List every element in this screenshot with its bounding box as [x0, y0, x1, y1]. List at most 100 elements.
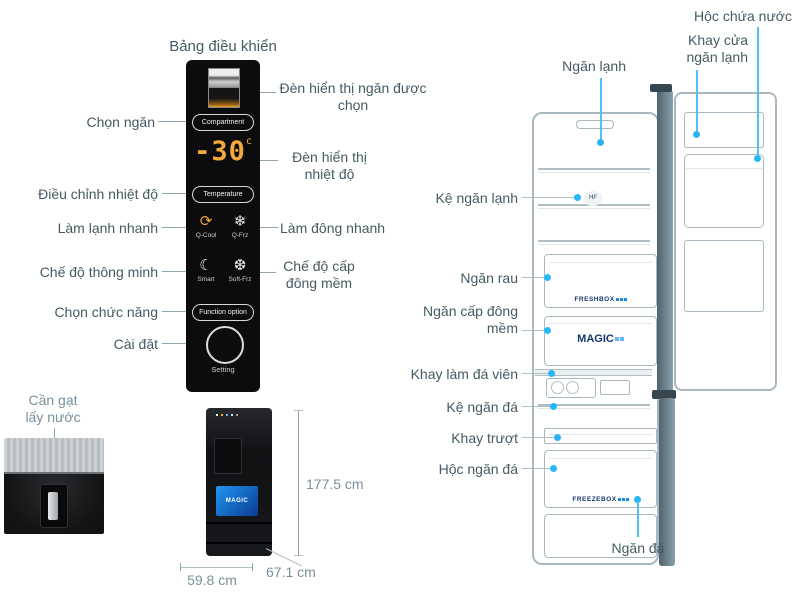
blue-square-icon: [621, 497, 625, 501]
callout-line: [260, 160, 278, 161]
fridge-door-edge: [657, 90, 673, 392]
callout-ke-ngan-da: Kệ ngăn đá: [446, 399, 518, 415]
callout-dot: [693, 131, 700, 138]
callout-khay-truot: Khay trượt: [451, 430, 518, 446]
temperature-display: -30c: [186, 136, 260, 172]
ice-twist-knob: [566, 381, 579, 394]
callout-dieu-chinh: Điều chỉnh nhiệt độ: [38, 186, 158, 202]
freshbox-drawer: FRESHBOX: [544, 254, 657, 308]
blue-square-icon: [615, 297, 619, 301]
qcool-label: Q-Cool: [195, 232, 217, 239]
qcool-icon: ⟳: [199, 213, 213, 230]
callout-khay-lam-da-vien: Khay làm đá viên: [410, 366, 518, 382]
ice-twist-knob: [551, 381, 564, 394]
softfrz-button[interactable]: ❆ Soft-Frz: [223, 256, 257, 283]
dimension-tick: [180, 563, 181, 571]
panel-title: Bảng điều khiển: [169, 38, 277, 55]
water-tank-box: [684, 154, 764, 228]
callout-che-do-thong-minh: Chế độ thông minh: [39, 264, 158, 280]
callout-cai-dat: Cài đặt: [113, 336, 158, 352]
callout-line: [522, 197, 576, 198]
fridge-shelf-shadow: [538, 172, 650, 173]
qfrz-button[interactable]: ❄ Q-Frz: [223, 212, 257, 239]
callout-dot: [544, 274, 551, 281]
callout-line: [522, 406, 553, 407]
compartment-indicator-icon: [208, 68, 240, 108]
callout-chon-chuc-nang: Chọn chức năng: [54, 304, 158, 320]
mini-display-icons: [216, 414, 218, 416]
qcool-button[interactable]: ⟳ Q-Cool: [189, 212, 223, 239]
door-hinge-mid: [652, 390, 676, 399]
callout-line: [162, 311, 186, 312]
door-bin-lower: [684, 240, 764, 312]
freshbox-text: FRESHBOX: [574, 296, 615, 303]
smart-button[interactable]: ☾ Smart: [189, 256, 223, 283]
callout-khay-cua: Khay cửa ngăn lạnh: [686, 32, 748, 65]
callout-line: [260, 227, 278, 228]
temperature-button[interactable]: Temperature: [192, 186, 254, 203]
freshbox-sticker: FRESHBOX: [545, 296, 656, 303]
drawer-handle-line: [549, 323, 652, 324]
callout-line: [162, 193, 186, 194]
setting-dial[interactable]: [206, 326, 244, 364]
depth-dimension: 67.1 cm: [266, 564, 316, 580]
callout-line: [54, 428, 55, 438]
fridge-shelf-shadow: [538, 244, 650, 245]
indicator-bottom-cell: [209, 87, 239, 107]
qfrz-icon: ❄: [233, 213, 247, 230]
dimension-tick: [252, 563, 253, 571]
mini-drawer-split: [206, 542, 272, 544]
callout-dot: [550, 403, 557, 410]
callout-dot: [554, 434, 561, 441]
function-option-button[interactable]: Function option: [192, 304, 254, 321]
callout-dot: [574, 194, 581, 201]
callout-line-blue: [757, 27, 759, 155]
tray-line: [548, 434, 653, 435]
callout-line: [522, 373, 551, 374]
callout-line: [522, 468, 553, 469]
temperature-value: -30: [194, 136, 246, 167]
mini-dispenser-recess: [214, 438, 242, 474]
compartment-button[interactable]: Compartment: [192, 114, 254, 131]
callout-cap-dong-mem: Chế độ cấp đông mềm: [283, 258, 355, 291]
door-hinge-top: [650, 84, 672, 92]
callout-dot: [548, 370, 555, 377]
ice-bin-small: [600, 380, 630, 395]
dimension-tick: [294, 555, 303, 556]
mini-magic-badge: MAGIC: [216, 486, 258, 516]
dispenser-metal-trim: [4, 438, 104, 474]
callout-dot: [544, 327, 551, 334]
callout-hoc-ngan-da: Hộc ngăn đá: [438, 461, 518, 477]
callout-line: [522, 330, 547, 331]
callout-ngan-rau: Ngăn rau: [460, 270, 518, 286]
freezebox-text: FREEZEBOX: [572, 496, 617, 503]
blue-square-icon: [623, 297, 627, 301]
width-dimension: 59.8 cm: [187, 572, 237, 588]
blue-square-icon: [619, 337, 624, 342]
callout-dot: [597, 139, 604, 146]
callout-den-ngan: Đèn hiển thị ngăn được chọn: [279, 80, 427, 113]
water-paddle-icon: [48, 492, 58, 520]
blue-square-icon: [614, 337, 619, 342]
callout-line-blue: [696, 70, 698, 132]
blue-square-icon: [617, 497, 621, 501]
callout-line: [260, 272, 276, 273]
setting-label: Setting: [211, 365, 235, 374]
fridge-shelf: [538, 168, 650, 170]
qfrz-label: Q-Frz: [231, 232, 249, 239]
callout-den-nhiet-do: Đèn hiển thị nhiệt độ: [292, 149, 367, 182]
blue-square-icon: [625, 497, 629, 501]
temperature-unit: c: [245, 136, 252, 147]
freezer-shelf: [538, 404, 650, 406]
callout-dot: [634, 496, 641, 503]
callout-line: [158, 121, 186, 122]
dimension-tick: [294, 410, 303, 411]
compartment-divider: [535, 369, 652, 376]
callout-dot: [550, 465, 557, 472]
freezer-shelf-shadow: [538, 408, 650, 409]
softfrz-label: Soft-Frz: [228, 276, 252, 283]
magic-text: MAGIC: [577, 333, 614, 345]
callout-line-blue: [637, 503, 639, 537]
fridge-shelf: [538, 240, 650, 242]
